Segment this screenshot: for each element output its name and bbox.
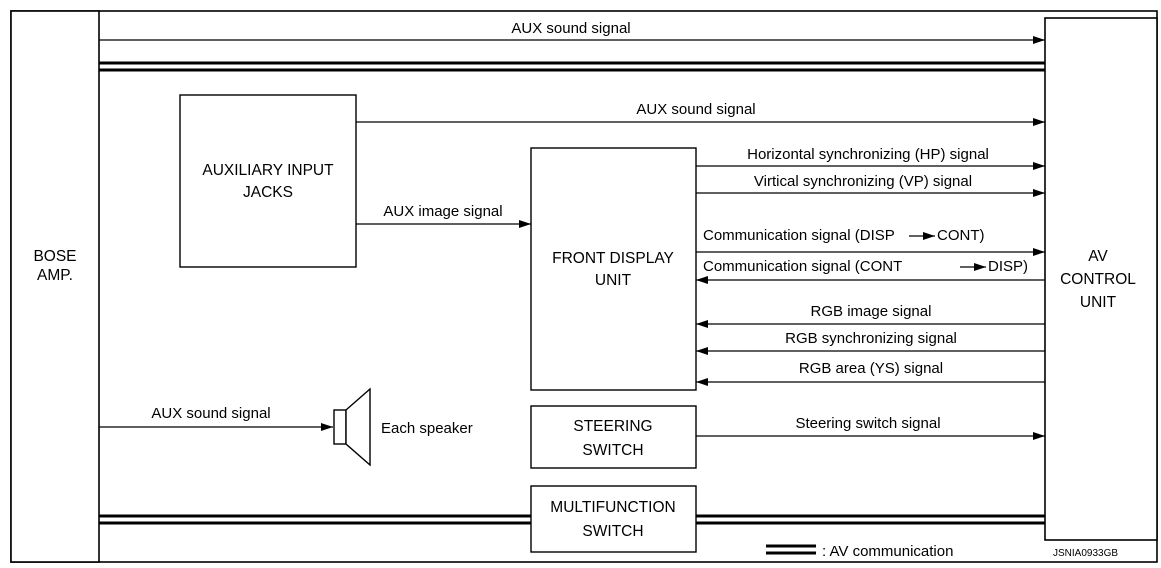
steering-switch-line-2: SWITCH: [582, 442, 643, 459]
av-control-unit-block: AV CONTROL UNIT: [1044, 17, 1158, 541]
aux-sound-signal-top-label: AUX sound signal: [511, 20, 630, 37]
steering-switch-signal: Steering switch signal: [696, 415, 1045, 440]
av-communication-line-top: [99, 61, 1045, 72]
comm-disp-cont-prefix: Communication signal (DISP: [703, 227, 895, 244]
multifunction-switch-line-2: SWITCH: [582, 523, 643, 540]
front-display-line-2: UNIT: [595, 272, 632, 289]
rgb-area-signal: RGB area (YS) signal: [696, 360, 1045, 386]
av-control-unit-line-1: AV: [1088, 248, 1108, 265]
aux-sound-signal-jacks: AUX sound signal: [356, 101, 1045, 126]
front-display-unit-block: FRONT DISPLAY UNIT: [530, 147, 697, 391]
rgb-sync-signal: RGB synchronizing signal: [696, 330, 1045, 355]
aux-jacks-line-2: JACKS: [243, 184, 293, 201]
comm-disp-cont-suffix: CONT): [937, 227, 985, 244]
multifunction-switch-block: MULTIFUNCTION SWITCH: [530, 485, 697, 553]
legend-label: : AV communication: [822, 543, 953, 560]
comm-cont-disp-suffix: DISP): [988, 258, 1028, 275]
speaker-icon: [333, 387, 371, 467]
av-control-unit-line-2: CONTROL: [1060, 271, 1136, 288]
horizontal-sync-label: Horizontal synchronizing (HP) signal: [747, 146, 989, 163]
auxiliary-input-jacks-block: AUXILIARY INPUT JACKS: [179, 94, 357, 268]
av-control-unit-line-3: UNIT: [1080, 294, 1117, 311]
aux-jacks-line-1: AUXILIARY INPUT: [202, 162, 334, 179]
comm-cont-to-disp-signal: Communication signal (CONT DISP): [696, 258, 1045, 284]
aux-image-signal-label: AUX image signal: [383, 203, 502, 220]
steering-switch-line-1: STEERING: [573, 418, 652, 435]
rgb-image-signal: RGB image signal: [696, 303, 1045, 328]
comm-cont-disp-prefix: Communication signal (CONT: [703, 258, 902, 275]
steering-switch-block: STEERING SWITCH: [530, 405, 697, 469]
rgb-image-label: RGB image signal: [811, 303, 932, 320]
bose-amp-line-1: BOSE: [33, 248, 76, 265]
legend: : AV communication: [766, 543, 953, 560]
horizontal-sync-signal: Horizontal synchronizing (HP) signal: [696, 146, 1045, 170]
aux-sound-speaker-label: AUX sound signal: [151, 405, 270, 422]
rgb-area-label: RGB area (YS) signal: [799, 360, 943, 377]
vertical-sync-label: Virtical synchronizing (VP) signal: [754, 173, 972, 190]
comm-disp-to-cont-signal: Communication signal (DISP CONT): [696, 227, 1045, 256]
aux-image-signal: AUX image signal: [356, 203, 531, 228]
multifunction-switch-line-1: MULTIFUNCTION: [550, 499, 675, 516]
each-speaker-label: Each speaker: [381, 420, 473, 437]
vertical-sync-signal: Virtical synchronizing (VP) signal: [696, 173, 1045, 197]
steering-switch-signal-label: Steering switch signal: [795, 415, 940, 432]
aux-sound-signal-top: AUX sound signal: [99, 20, 1045, 44]
aux-sound-signal-jacks-label: AUX sound signal: [636, 101, 755, 118]
front-display-line-1: FRONT DISPLAY: [552, 250, 674, 267]
figure-id: JSNIA0933GB: [1053, 548, 1118, 559]
bose-amp-block: BOSE AMP.: [10, 10, 100, 563]
rgb-sync-label: RGB synchronizing signal: [785, 330, 957, 347]
aux-sound-signal-speaker: AUX sound signal: [99, 405, 333, 431]
bose-amp-line-2: AMP.: [37, 267, 73, 284]
